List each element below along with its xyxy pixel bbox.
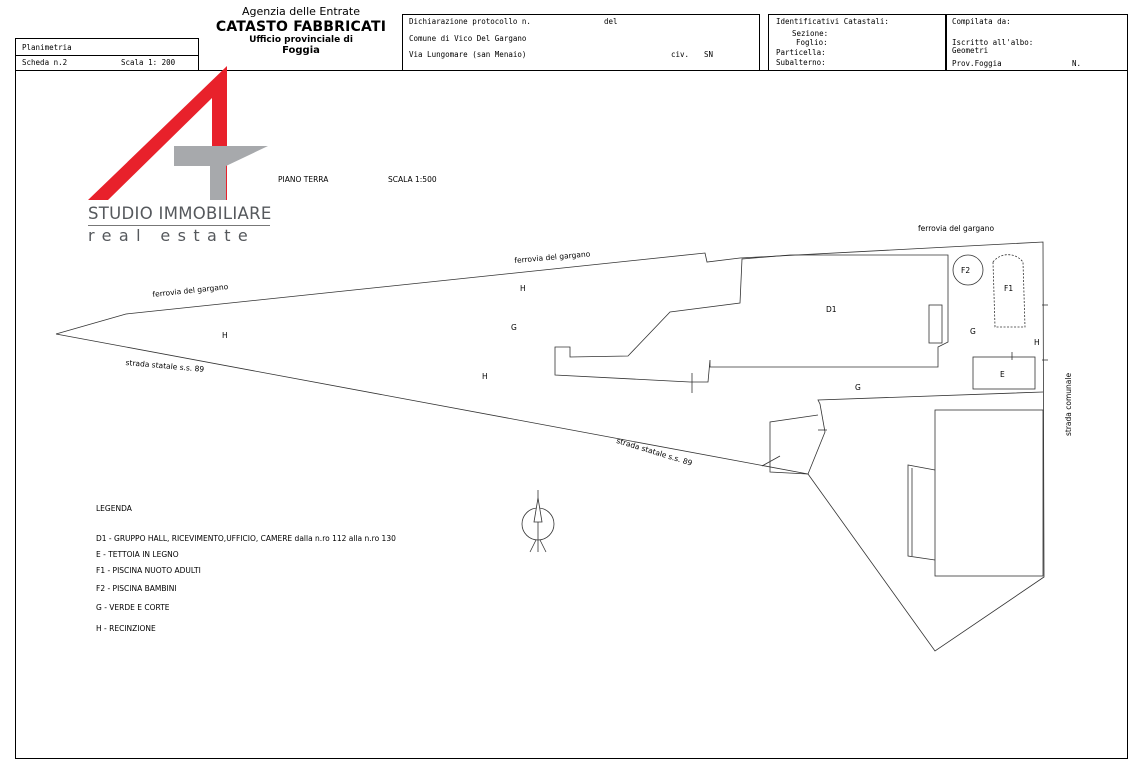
province-name: Foggia [282, 45, 320, 57]
iscritto-label: Iscritto all'albo: [952, 38, 1034, 47]
identificativi-box [768, 14, 946, 71]
building-d1-label: D1 [826, 305, 837, 314]
planimetria-box [15, 38, 199, 71]
studio-logo-mark [88, 66, 268, 200]
agency-header: Agenzia delle Entrate CATASTO FABBRICATI… [200, 5, 402, 57]
legend-item-f2: F2 - PISCINA BAMBINI [96, 584, 177, 593]
building-d1-annex [928, 304, 943, 344]
pool-f2-label: F2 [961, 266, 971, 275]
legend-item-f1: F1 - PISCINA NUOTO ADULTI [96, 566, 201, 575]
fence-label-h4: H [1034, 338, 1040, 347]
legend-item-g: G - VERDE E CORTE [96, 603, 170, 612]
pool-f1-label: F1 [1004, 284, 1014, 293]
scala-label: Scala 1: 200 [121, 58, 176, 67]
catasto-title: CATASTO FABBRICATI [215, 18, 387, 35]
canopy-e [972, 356, 1036, 390]
agency-name: Agenzia delle Entrate [241, 5, 361, 18]
del-label: del [604, 17, 618, 26]
logo-line1: STUDIO IMMOBILIARE [88, 204, 272, 223]
north-compass [521, 490, 555, 553]
logo-red-triangle [88, 66, 227, 200]
civ-value: SN [704, 50, 714, 59]
scheda-label: Scheda n.2 [22, 58, 68, 67]
plan-scale-label: SCALA 1:500 [388, 175, 437, 184]
dichiarazione-box [402, 14, 760, 71]
fence-label-h2: H [520, 284, 526, 293]
pool-f1 [992, 254, 1026, 328]
ferrovia-label-right: ferrovia del gargano [918, 224, 995, 233]
building-d1-outline [554, 254, 949, 383]
internal-road [807, 391, 1044, 475]
prov-label: Prov.Foggia [952, 59, 1002, 68]
legend-title: LEGENDA [96, 504, 132, 513]
civ-label: civ. [671, 50, 690, 59]
fence-label-h3: H [482, 372, 488, 381]
n-label: N. [1072, 59, 1082, 68]
building-right [934, 409, 1044, 577]
legend-item-e: E - TETTOIA IN LEGNO [96, 550, 179, 559]
pool-f2 [952, 254, 984, 286]
particella-label: Particella: [776, 48, 826, 57]
logo-gray-cross [174, 146, 268, 200]
subalterno-label: Subalterno: [776, 58, 826, 67]
boundary-ferrovia [55, 241, 1045, 652]
legend-item-d1: D1 - GRUPPO HALL, RICEVIMENTO,UFFICIO, C… [96, 534, 396, 543]
strada-comunale-label: strada comunale [1064, 372, 1073, 436]
geometri-label: Geometri [952, 46, 989, 55]
fence-label-h1: H [222, 331, 228, 340]
logo-line2: real estate [88, 226, 256, 245]
garden-label-g2: G [970, 327, 976, 336]
garden-label-g3: G [855, 383, 861, 392]
internal-wall [769, 414, 819, 475]
comune-label: Comune di Vico Del Gargano [409, 34, 527, 43]
building-right-annex [907, 464, 936, 561]
legend-item-h: H - RECINZIONE [96, 624, 156, 633]
compilata-box [946, 14, 1128, 71]
boundary-strada [55, 333, 809, 475]
identificativi-label: Identificativi Catastali: [776, 17, 889, 26]
planimetria-divider [15, 55, 199, 56]
planimetria-label: Planimetria [22, 43, 72, 52]
piano-terra-label: PIANO TERRA [278, 175, 329, 184]
ufficio-label: Ufficio provinciale di [249, 34, 353, 45]
canopy-e-label: E [1000, 370, 1005, 379]
compilata-label: Compilata da: [952, 17, 1011, 26]
garden-label-g1: G [511, 323, 517, 332]
via-label: Via Lungomare (san Menaio) [409, 50, 527, 59]
sezione-label: Sezione: [792, 29, 829, 38]
logo-divider [88, 225, 270, 226]
foglio-label: Foglio: [796, 38, 828, 47]
dichiarazione-label: Dichiarazione protocollo n. [409, 17, 531, 26]
